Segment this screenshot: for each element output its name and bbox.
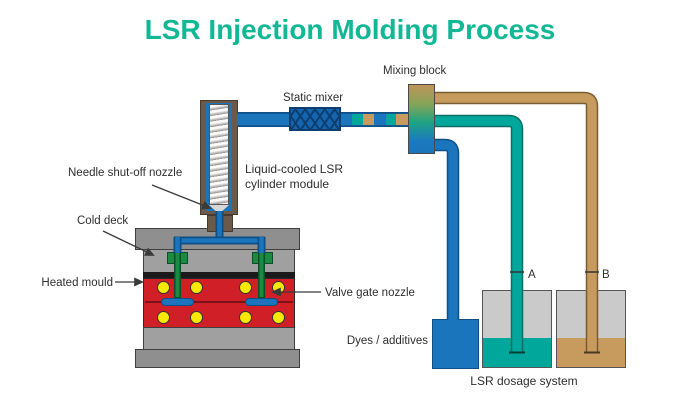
parting-line xyxy=(145,301,293,303)
static-mixer-label: Static mixer xyxy=(283,92,344,104)
cylinder-module-label: Liquid-cooled LSR cylinder module xyxy=(245,162,344,191)
mould-bottom-plate xyxy=(135,349,300,368)
annotation-arrows xyxy=(102,184,321,297)
heater-dot xyxy=(190,281,203,294)
heater-dot xyxy=(157,311,170,324)
container-a-label: A xyxy=(528,269,536,281)
heated-mould-label: Heated mould xyxy=(41,277,113,289)
mixing-block-label: Mixing block xyxy=(383,65,447,77)
heater-dot xyxy=(272,311,285,324)
valve-gate-channels xyxy=(174,253,265,298)
page-title: LSR Injection Molding Process xyxy=(144,14,556,45)
needle-nozzle-label: Needle shut-off nozzle xyxy=(68,167,183,179)
heater-dot xyxy=(239,281,252,294)
heater-dot xyxy=(239,311,252,324)
component-b-pipe xyxy=(435,91,600,354)
mould-cavity-right xyxy=(245,298,278,306)
funnel-icon xyxy=(209,205,229,214)
dyes-additives-box xyxy=(432,319,479,369)
container-b-label: B xyxy=(602,269,610,281)
valve-gate-label: Valve gate nozzle xyxy=(325,287,415,299)
insulation-plate xyxy=(143,272,295,278)
heater-dot xyxy=(190,311,203,324)
dosage-system-label: LSR dosage system xyxy=(470,374,578,388)
mixing-block xyxy=(408,84,435,154)
cold-deck-channels xyxy=(173,211,266,254)
pipe-colour-segments xyxy=(352,114,408,125)
cold-deck-label: Cold deck xyxy=(77,215,129,227)
dyes-additives-label: Dyes / additives xyxy=(346,335,428,347)
mould-cavity-left xyxy=(161,298,194,306)
dyes-pipe xyxy=(435,138,460,320)
screw-icon xyxy=(209,104,229,205)
static-mixer-block xyxy=(289,107,341,131)
component-a-pipe xyxy=(435,114,525,354)
heater-dot xyxy=(157,281,170,294)
